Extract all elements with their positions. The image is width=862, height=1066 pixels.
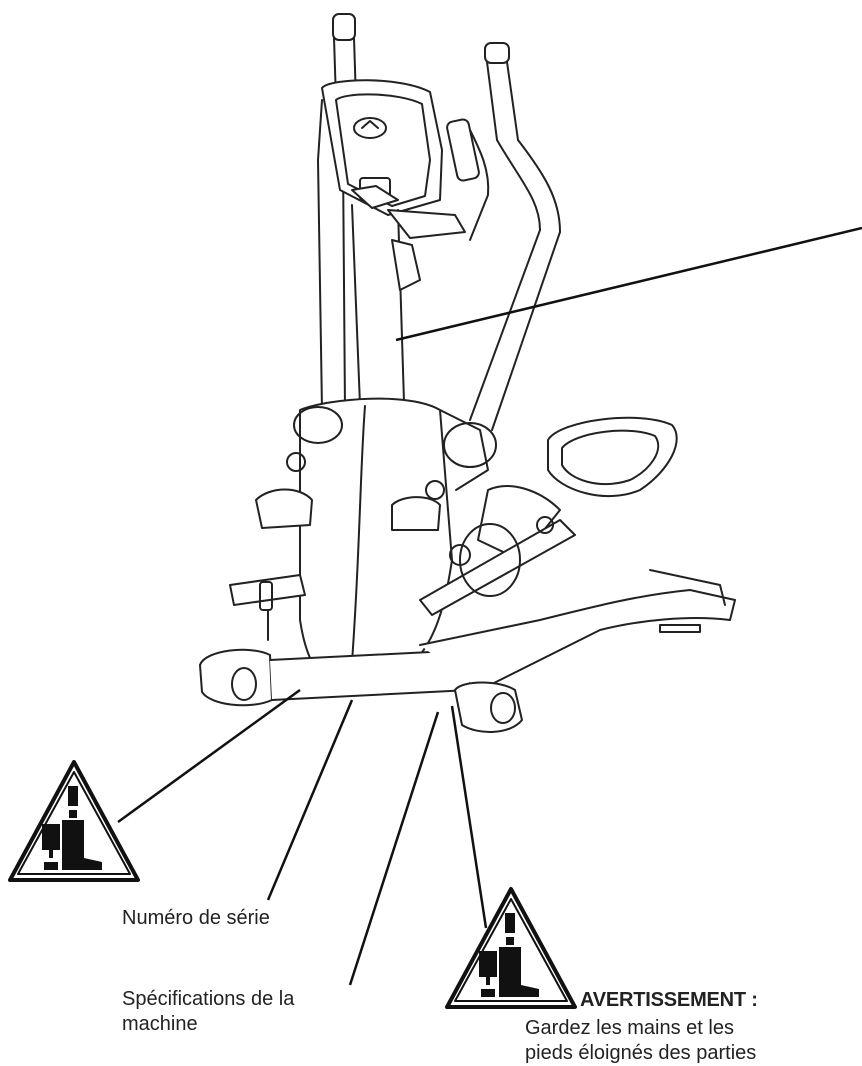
crush-hazard-warning-icon <box>8 760 140 882</box>
warning-text-line2: pieds éloignés des parties <box>525 1042 757 1064</box>
warning-title: AVERTISSEMENT : <box>580 989 758 1011</box>
pedal-assembly <box>419 416 678 616</box>
callout-line-warning-right <box>450 705 488 929</box>
serial-number-label: Numéro de série <box>122 907 270 929</box>
warning-text-line1: Gardez les mains et les <box>525 1017 734 1039</box>
callout-line-spec <box>348 711 440 986</box>
base-frame <box>199 569 736 733</box>
callout-line-warning-left <box>117 688 301 824</box>
machine-specifications-label: Spécifications de la machine <box>122 987 352 1037</box>
callout-line-serial <box>266 699 354 901</box>
flywheel <box>459 523 521 597</box>
left-handlebar <box>317 13 357 411</box>
accessory-tray <box>387 118 490 291</box>
machine-specifications-label-line1: Spécifications de la <box>122 988 295 1010</box>
left-linkage <box>229 574 306 641</box>
machine-specifications-label-line2: machine <box>122 1013 198 1035</box>
warning-text: Gardez les mains et les pieds éloignés d… <box>525 1016 855 1066</box>
right-handlebar <box>469 42 561 431</box>
console <box>321 79 443 216</box>
callout-line-top-right <box>395 226 862 342</box>
main-shroud <box>255 397 497 691</box>
callout-lines <box>117 226 862 986</box>
crush-hazard-warning-icon <box>445 887 577 1009</box>
